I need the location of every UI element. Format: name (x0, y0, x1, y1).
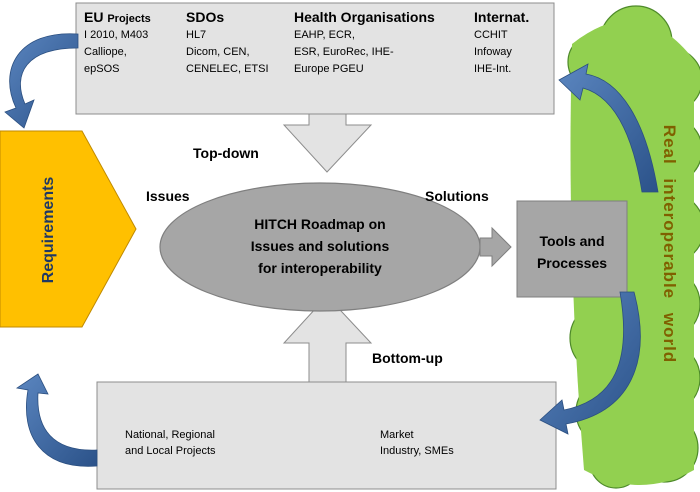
health-orgs-line-1: EAHP, ECR, (294, 29, 355, 41)
real-world-label: Real interoperable world (660, 124, 679, 364)
eu-projects-line-2: Calliope, (84, 46, 127, 58)
international-line-1: CCHIT (474, 29, 508, 41)
eu-projects-line-3: epSOS (84, 63, 120, 75)
national-projects-line-1: National, Regional (125, 429, 215, 441)
solutions-label: Solutions (425, 188, 489, 204)
curved-arrow-top-left-icon (4, 33, 79, 129)
eu-title-text: EU (84, 9, 104, 25)
issues-label: Issues (146, 188, 190, 204)
sdos-line-2: Dicom, CEN, (186, 46, 250, 58)
bottom-stakeholder-box (96, 381, 557, 490)
solutions-arrow (479, 226, 512, 268)
sdos-title: SDOs (186, 9, 225, 25)
international-line-2: Infoway (474, 46, 512, 58)
national-projects-line-2: and Local Projects (125, 445, 216, 457)
health-orgs-title: Health Organisations (294, 9, 435, 25)
roadmap-line-2: Issues and solutions (250, 238, 390, 254)
sdos-line-1: HL7 (186, 29, 207, 41)
health-orgs-line-2: ESR, EuroRec, IHE- (294, 46, 394, 58)
curved-arrow-top-right-icon (558, 63, 659, 193)
international-line-3: IHE-Int. (474, 63, 512, 75)
top-down-label: Top-down (193, 145, 259, 161)
market-line-2: Industry, SMEs (380, 445, 454, 457)
requirements-chevron (0, 130, 137, 328)
roadmap-line-3: for interoperability (258, 260, 382, 276)
requirements-label: Requirements (40, 176, 57, 284)
eu-projects-title: EU Projects (84, 9, 151, 28)
eu-projects-line-1: I 2010, M403 (84, 29, 149, 41)
roadmap-line-1: HITCH Roadmap on (254, 216, 386, 232)
international-title: Internat. (474, 9, 530, 25)
curved-arrow-bottom-right-icon (539, 291, 641, 435)
bottom-up-label: Bottom-up (372, 350, 443, 366)
tools-line-1: Tools and (539, 233, 605, 249)
market-line-1: Market (380, 429, 414, 441)
health-orgs-line-3: Europe PGEU (294, 63, 364, 75)
sdos-line-3: CENELEC, ETSI (186, 63, 269, 75)
top-stakeholder-box (75, 2, 555, 115)
tools-line-2: Processes (536, 255, 608, 271)
tools-processes-box (516, 200, 628, 298)
curved-arrow-bottom-left-icon (15, 373, 98, 467)
projects-title-text: Projects (107, 13, 151, 25)
top-down-arrow (282, 113, 373, 173)
